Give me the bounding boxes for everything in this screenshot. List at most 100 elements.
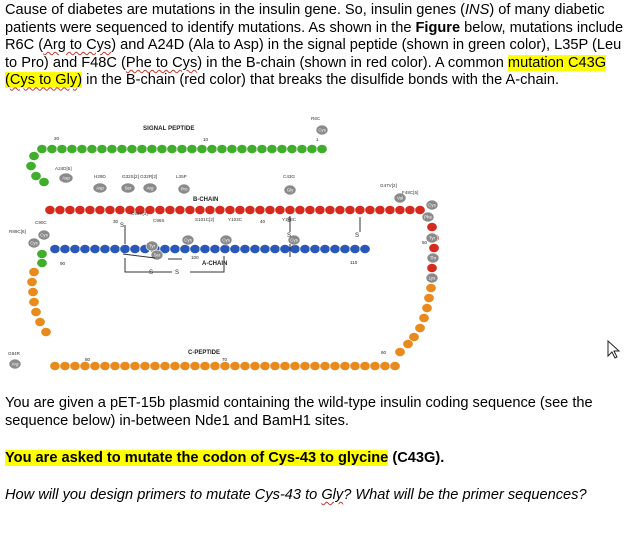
- amino-acid-bead: [349, 361, 361, 371]
- amino-acid-bead: [276, 144, 288, 154]
- amino-acid-bead: [229, 244, 241, 254]
- mutation-l35p: L35P: [176, 174, 187, 179]
- amino-acid-bead: [69, 361, 81, 371]
- task-paragraph: You are asked to mutate the codon of Cys…: [5, 449, 444, 467]
- amino-acid-label: Cys: [184, 238, 192, 243]
- amino-acid-bead: [364, 205, 376, 215]
- amino-acid-bead: [309, 361, 321, 371]
- phe-to-cys-text: Phe to Cys: [125, 54, 198, 71]
- amino-acid-bead: [214, 205, 226, 215]
- amino-acid-bead: [289, 244, 301, 254]
- amino-acid-label: Tyr: [429, 236, 436, 241]
- amino-acid-bead: [54, 205, 66, 215]
- amino-acid-bead: [421, 211, 435, 223]
- amino-acid-bead: [27, 287, 39, 297]
- amino-acid-bead: [176, 144, 188, 154]
- intro-text-1: Cause of diabetes are mutations in the i…: [5, 2, 465, 18]
- amino-acid-bead: [289, 361, 301, 371]
- amino-acid-bead: [179, 244, 191, 254]
- amino-acid-bead: [26, 277, 38, 287]
- amino-acid-label: Gly: [287, 188, 294, 193]
- amino-acid-label: Arg: [12, 362, 19, 367]
- amino-acid-bead: [219, 244, 231, 254]
- amino-acid-bead: [139, 361, 151, 371]
- amino-acid-bead: [421, 303, 433, 313]
- amino-acid-bead: [119, 361, 131, 371]
- amino-acid-bead: [89, 244, 101, 254]
- amino-acid-bead: [49, 244, 61, 254]
- residue-number-110: 110: [350, 260, 358, 265]
- amino-acid-label: Phe: [424, 215, 432, 220]
- amino-acid-bead: [25, 161, 37, 171]
- amino-acid-bead: [86, 144, 98, 154]
- amino-acid-label: Lys: [429, 276, 436, 281]
- residue-number-90: 90: [60, 261, 66, 266]
- amino-acid-bead: [28, 267, 40, 277]
- amino-acid-bead: [106, 144, 118, 154]
- amino-acid-bead: [126, 144, 138, 154]
- cys-to-gly-text: Cys to Gly: [9, 72, 78, 89]
- amino-acid-bead: [194, 205, 206, 215]
- amino-acid-bead: [120, 182, 136, 194]
- mutation-c90c: C90C: [35, 220, 47, 225]
- amino-acid-bead: [319, 361, 331, 371]
- amino-acid-bead: [36, 258, 48, 268]
- amino-acid-bead: [104, 205, 116, 215]
- amino-acid-bead: [189, 361, 201, 371]
- amino-acid-bead: [28, 151, 40, 161]
- amino-acid-bead: [30, 307, 42, 317]
- amino-acid-bead: [109, 361, 121, 371]
- amino-acid-bead: [56, 144, 68, 154]
- amino-acid-bead: [408, 332, 420, 342]
- amino-acid-bead: [304, 205, 316, 215]
- amino-acid-bead: [224, 205, 236, 215]
- amino-acid-bead: [96, 144, 108, 154]
- amino-acid-bead: [428, 243, 440, 253]
- residue-number-10: 10: [203, 137, 209, 142]
- amino-acid-bead: [59, 244, 71, 254]
- residue-number-50: 50: [422, 240, 428, 245]
- amino-acid-bead: [166, 144, 178, 154]
- residue-number-70: 70: [222, 357, 228, 362]
- amino-acid-bead: [199, 361, 211, 371]
- amino-acid-bead: [186, 144, 198, 154]
- amino-acid-bead: [349, 244, 361, 254]
- amino-acid-bead: [402, 339, 414, 349]
- amino-acid-bead: [44, 205, 56, 215]
- amino-acid-label: Tyr: [149, 244, 156, 249]
- amino-acid-bead: [94, 205, 106, 215]
- amino-acid-bead: [379, 361, 391, 371]
- amino-acid-bead: [36, 144, 48, 154]
- mutation-g84r: G84R: [8, 351, 21, 356]
- amino-acid-bead: [339, 361, 351, 371]
- amino-acid-bead: [174, 205, 186, 215]
- amino-acid-bead: [426, 252, 440, 264]
- amino-acid-bead: [129, 244, 141, 254]
- sulfur-label: S: [287, 218, 291, 224]
- signal-peptide-label: SIGNAL PEPTIDE: [143, 125, 194, 132]
- question-text-2: ? What will be the primer sequences?: [343, 487, 587, 503]
- amino-acid-bead: [36, 249, 48, 259]
- amino-acid-bead: [279, 244, 291, 254]
- amino-acid-bead: [284, 205, 296, 215]
- amino-acid-bead: [146, 144, 158, 154]
- mutation-s101c: S101C[2]: [195, 217, 214, 222]
- amino-acid-bead: [169, 244, 181, 254]
- amino-acid-bead: [425, 283, 437, 293]
- sulfur-label: S: [287, 233, 291, 239]
- amino-acid-label: Asp: [62, 176, 70, 181]
- amino-acid-bead: [269, 244, 281, 254]
- amino-acid-bead: [299, 361, 311, 371]
- amino-acid-bead: [116, 144, 128, 154]
- amino-acid-bead: [394, 205, 406, 215]
- amino-acid-bead: [66, 144, 78, 154]
- amino-acid-bead: [99, 244, 111, 254]
- amino-acid-label: Ser: [154, 253, 161, 258]
- amino-acid-bead: [244, 205, 256, 215]
- task-suffix: (C43G).: [388, 450, 445, 466]
- amino-acid-bead: [219, 361, 231, 371]
- amino-acid-bead: [159, 361, 171, 371]
- intrachain-bond-line: [190, 256, 225, 273]
- amino-acid-bead: [199, 244, 211, 254]
- amino-acid-bead: [344, 205, 356, 215]
